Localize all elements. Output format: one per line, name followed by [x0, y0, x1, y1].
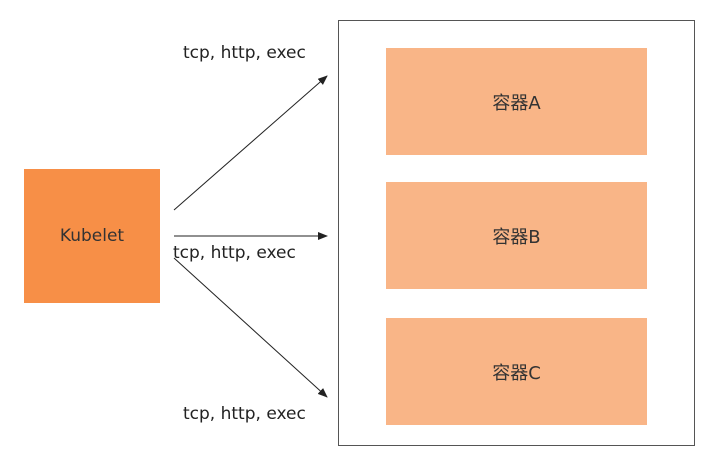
- container-c-label: 容器C: [492, 362, 541, 384]
- container-b-box: 容器B: [386, 182, 647, 289]
- probe-label-middle: tcp, http, exec: [173, 243, 296, 263]
- kubelet-box: Kubelet: [24, 169, 160, 303]
- container-b-label: 容器B: [492, 226, 541, 248]
- probe-arrow-bottom: [173, 257, 328, 398]
- probe-label-bottom: tcp, http, exec: [183, 404, 306, 424]
- container-a-label: 容器A: [492, 92, 541, 114]
- container-c-box: 容器C: [386, 318, 647, 425]
- probe-label-top: tcp, http, exec: [183, 43, 306, 63]
- probe-arrow-top: [173, 75, 328, 211]
- kubelet-label: Kubelet: [59, 226, 125, 246]
- container-a-box: 容器A: [386, 48, 647, 155]
